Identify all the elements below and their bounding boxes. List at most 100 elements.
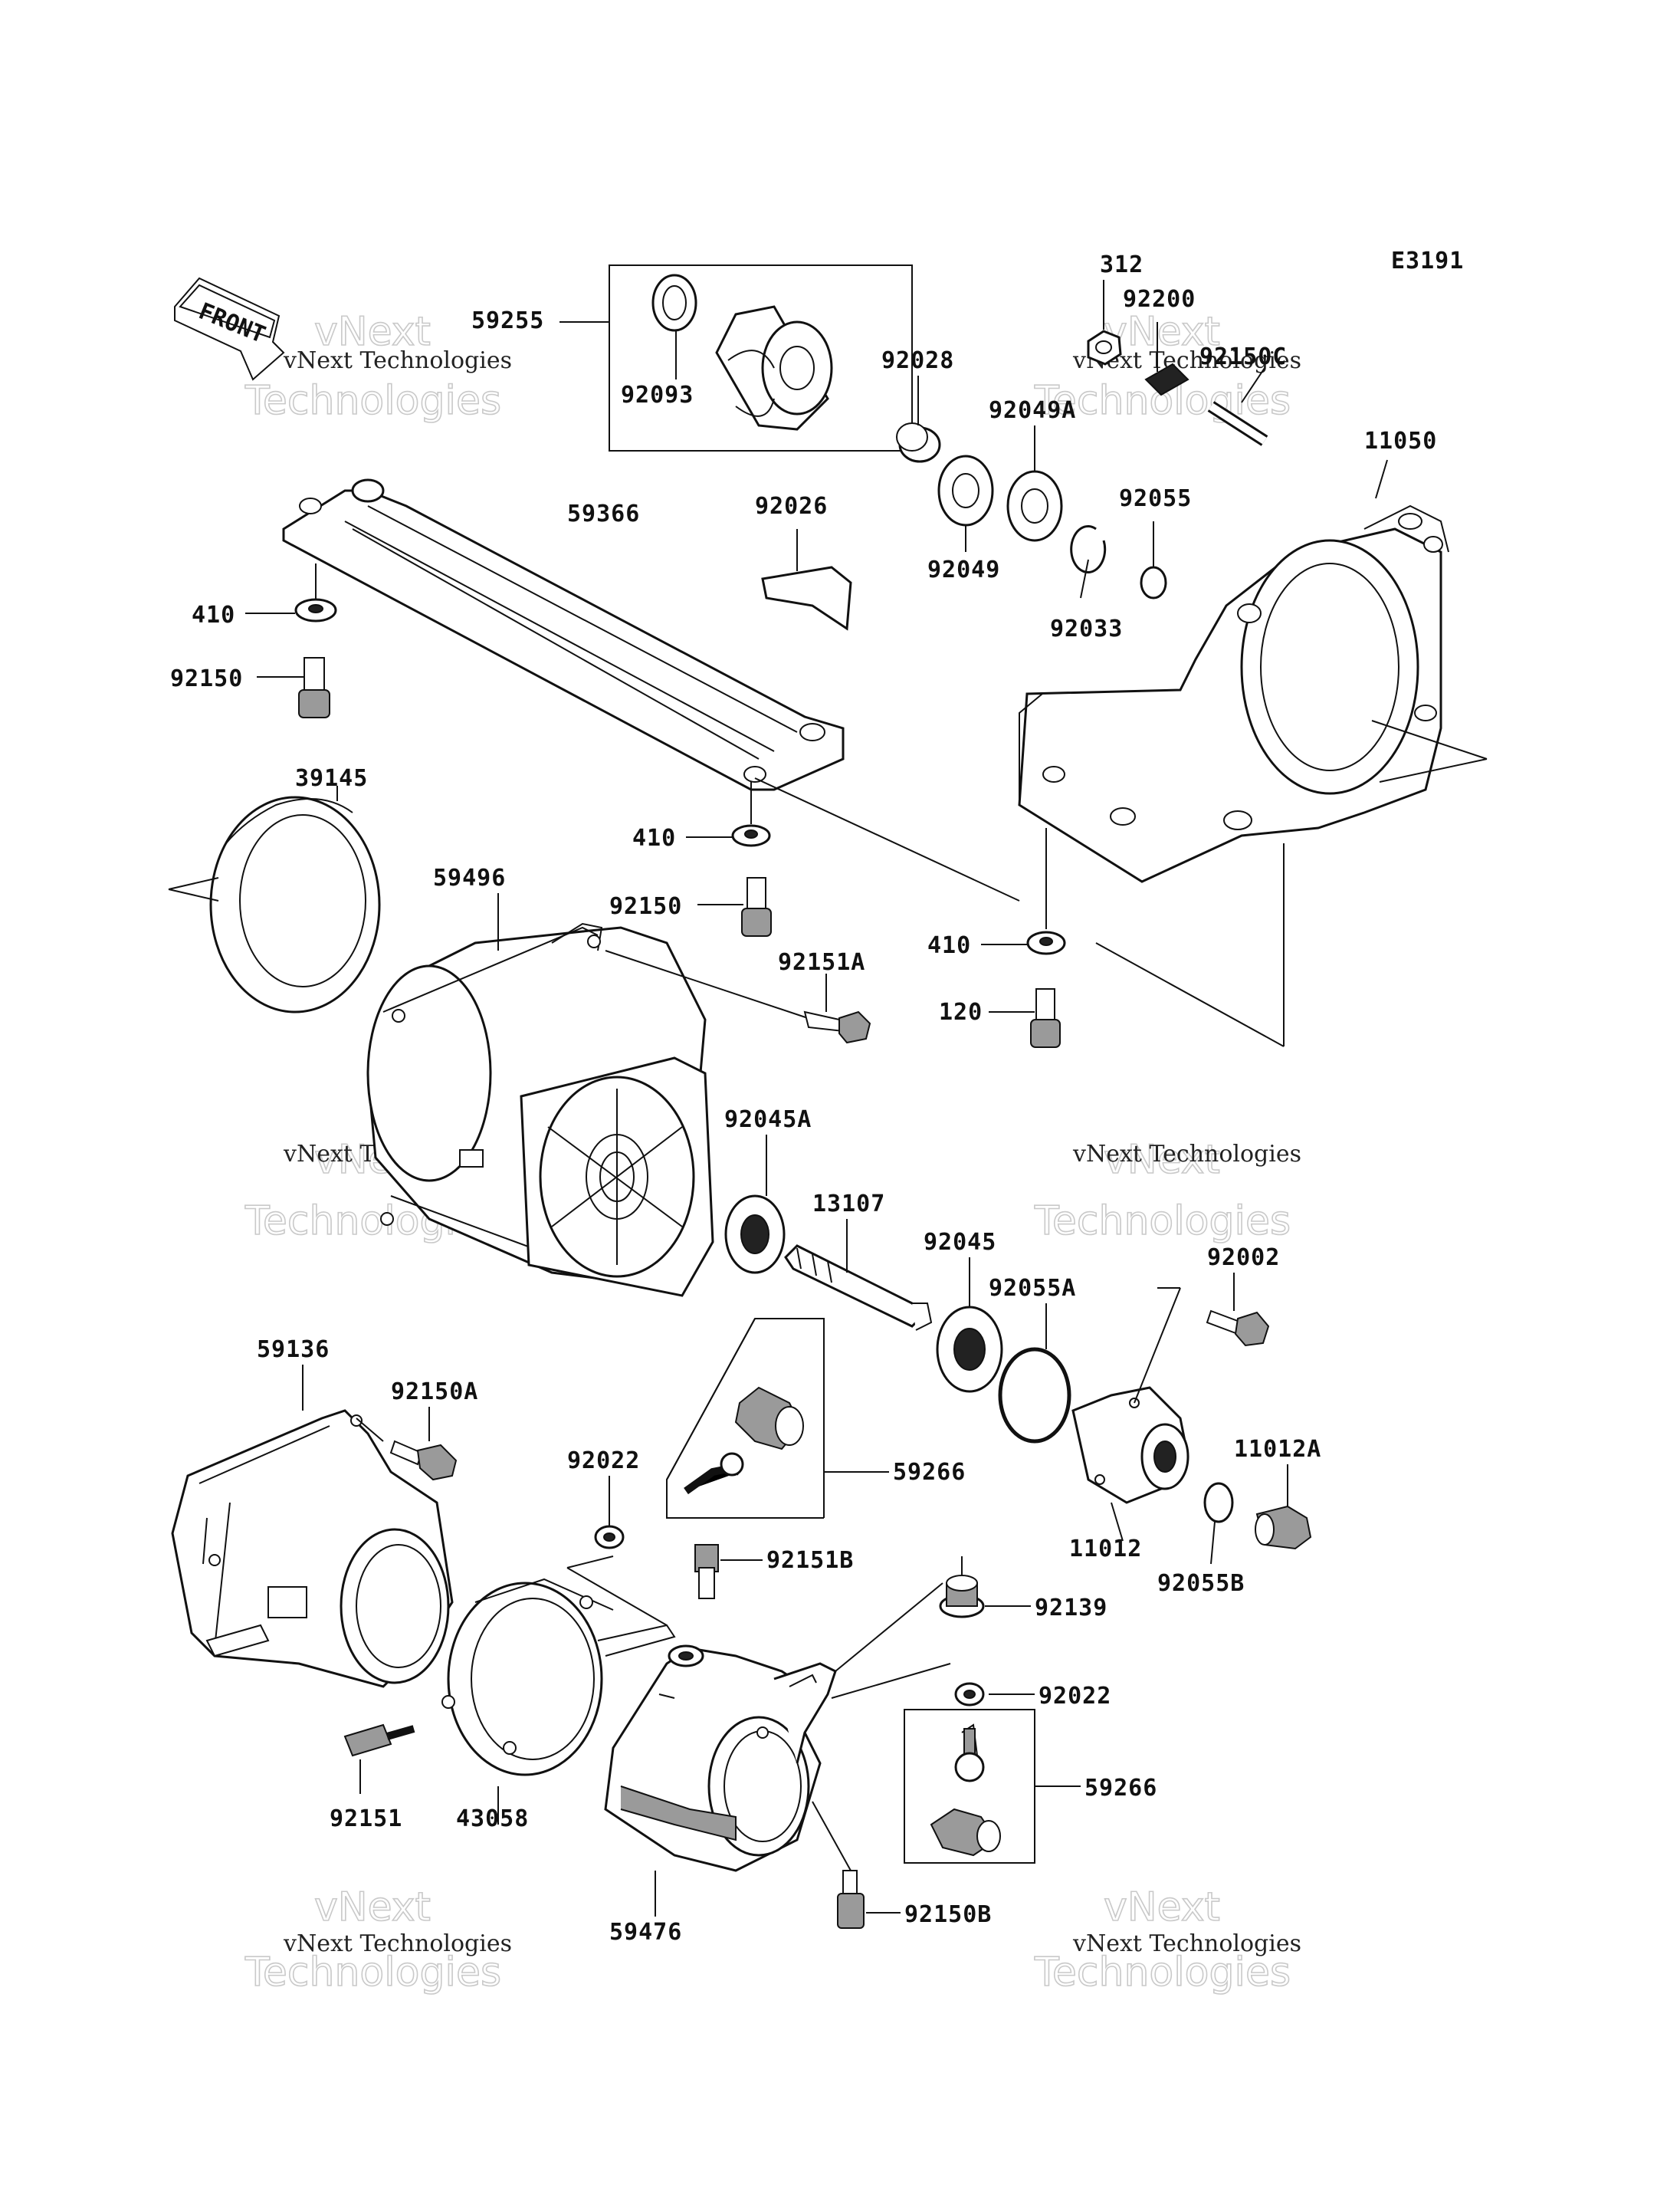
- watermark-line-4: vNext Technologies: [1072, 1141, 1301, 1168]
- watermark-line-1: vNext Technologies: [283, 347, 512, 374]
- steering-nozzle-59476: [604, 1582, 951, 1917]
- bolt-120: [989, 988, 1061, 1048]
- washer-410-mid: [686, 782, 771, 847]
- watermark-big-9: vNext: [314, 1884, 431, 1930]
- part-label: 92151B: [766, 1547, 854, 1574]
- nut-312: [1087, 280, 1122, 366]
- part-label: 92093: [621, 382, 694, 409]
- pump-cover-plate: [282, 478, 845, 791]
- oring-92055A: [998, 1303, 1071, 1444]
- watermark-line-5: vNext Technologies: [283, 1930, 512, 1957]
- circlip-92033: [1070, 525, 1107, 599]
- watermark-bottom-left: vNext Technologies vNext Technologies: [244, 1884, 512, 1996]
- part-label: 92002: [1207, 1244, 1280, 1271]
- part-label: 59266: [893, 1459, 966, 1486]
- front-arrow-icon: FRONT: [174, 277, 285, 381]
- nozzle-59136: [171, 1365, 454, 1688]
- part-label: 92151: [330, 1805, 402, 1832]
- ring-39145: [168, 786, 381, 1013]
- part-label: 410: [632, 825, 676, 852]
- part-label: 39145: [295, 765, 368, 792]
- part-label: 92055A: [989, 1275, 1076, 1302]
- shaft-13107: [784, 1219, 933, 1331]
- bushing-92028: [896, 376, 941, 463]
- seal-92049: [937, 455, 994, 552]
- watermark-big-2: Technologies: [244, 378, 501, 424]
- plate-92026: [761, 566, 852, 631]
- oring-92055B: [1203, 1482, 1234, 1565]
- part-label: 410: [192, 602, 235, 629]
- bearing-92045: [936, 1257, 1003, 1393]
- bolt-92150-top: [257, 657, 330, 718]
- part-label: 92150: [170, 665, 243, 692]
- watermark-big-8: Technologies: [1034, 1198, 1291, 1244]
- part-label: 92055: [1119, 485, 1192, 512]
- watermark-top-left: vNext Technologies vNext Technologies: [244, 308, 512, 425]
- part-label: 59496: [433, 865, 506, 892]
- part-label: 92022: [1039, 1683, 1111, 1710]
- part-label: 92049A: [989, 397, 1076, 424]
- watermark-mid-right: vNext Technologies vNext Technologies: [1033, 1136, 1301, 1245]
- impeller-housing-59496: [366, 893, 813, 1297]
- seal-92049A: [1006, 425, 1063, 542]
- bolt-92151B: [694, 1544, 763, 1599]
- part-label: 59266: [1084, 1775, 1157, 1802]
- watermark-big-12: Technologies: [1034, 1950, 1291, 1996]
- bolt-92150A: [389, 1407, 458, 1481]
- part-label: 11012A: [1234, 1436, 1321, 1463]
- part-label: 92150B: [904, 1901, 992, 1928]
- watermark-big-3: vNext: [1104, 309, 1220, 355]
- steering-kit-59266-bottom: [904, 1709, 1081, 1864]
- washer-410-top: [245, 563, 337, 623]
- part-label: 11050: [1364, 428, 1437, 455]
- steering-kit-59266-top: [666, 1318, 889, 1519]
- part-label: 92150C: [1199, 343, 1287, 370]
- part-label: 59136: [257, 1336, 330, 1363]
- bolt-92150B: [812, 1801, 901, 1929]
- part-labels: 59255 92093 312 92200 92150C 92028 92049…: [170, 251, 1437, 1946]
- part-label: 92026: [755, 493, 828, 520]
- oring-92055-top: [1140, 521, 1167, 600]
- bolt-92150-mid: [697, 877, 772, 937]
- bolt-92151: [343, 1723, 415, 1794]
- watermark-group: vNext Technologies vNext Technologies vN…: [244, 308, 1301, 1996]
- watermark-big-1: vNext: [314, 309, 431, 355]
- part-label: 92150: [609, 893, 682, 920]
- washer-92022-left: [566, 1476, 668, 1626]
- watermark-big-7: vNext: [1104, 1137, 1220, 1183]
- part-label: 92028: [881, 347, 954, 374]
- part-label: 59476: [609, 1919, 682, 1946]
- bolt-92151A: [803, 974, 871, 1044]
- diagram-code: E3191: [1391, 248, 1464, 274]
- part-label: 92055B: [1157, 1570, 1245, 1597]
- watermark-bottom-right: vNext Technologies vNext Technologies: [1033, 1884, 1301, 1996]
- part-label: 92151A: [778, 949, 865, 976]
- stud-92150C: [1207, 367, 1268, 446]
- part-label: 43058: [456, 1805, 529, 1832]
- cone-11012: [1071, 1287, 1189, 1542]
- part-label: 92033: [1050, 616, 1123, 642]
- part-label: 92045: [924, 1229, 996, 1256]
- part-label: 312: [1100, 251, 1144, 278]
- cap-11012A: [1255, 1464, 1312, 1550]
- impeller-kit: [559, 264, 913, 452]
- part-label: 92200: [1123, 286, 1196, 313]
- bolt-92002: [1206, 1273, 1270, 1347]
- part-label: 92150A: [391, 1378, 478, 1405]
- part-label: 92045A: [724, 1106, 812, 1133]
- watermark-big-11: vNext: [1104, 1884, 1220, 1930]
- ring-43058: [441, 1578, 676, 1825]
- bearing-92045A: [724, 1135, 786, 1274]
- washer-410-right: [981, 828, 1066, 955]
- part-label: 92022: [567, 1447, 640, 1474]
- housing-bracket-lines: [1095, 843, 1285, 1047]
- washer-92022-right: [954, 1682, 1035, 1707]
- watermark-line-6: vNext Technologies: [1072, 1930, 1301, 1957]
- washer-92200: [1144, 322, 1189, 396]
- part-label: 11012: [1069, 1536, 1142, 1562]
- bushing-92139: [939, 1556, 1031, 1618]
- part-label: 120: [939, 999, 983, 1026]
- pump-housing-11050: [1018, 459, 1488, 883]
- part-label: 92049: [927, 557, 1000, 583]
